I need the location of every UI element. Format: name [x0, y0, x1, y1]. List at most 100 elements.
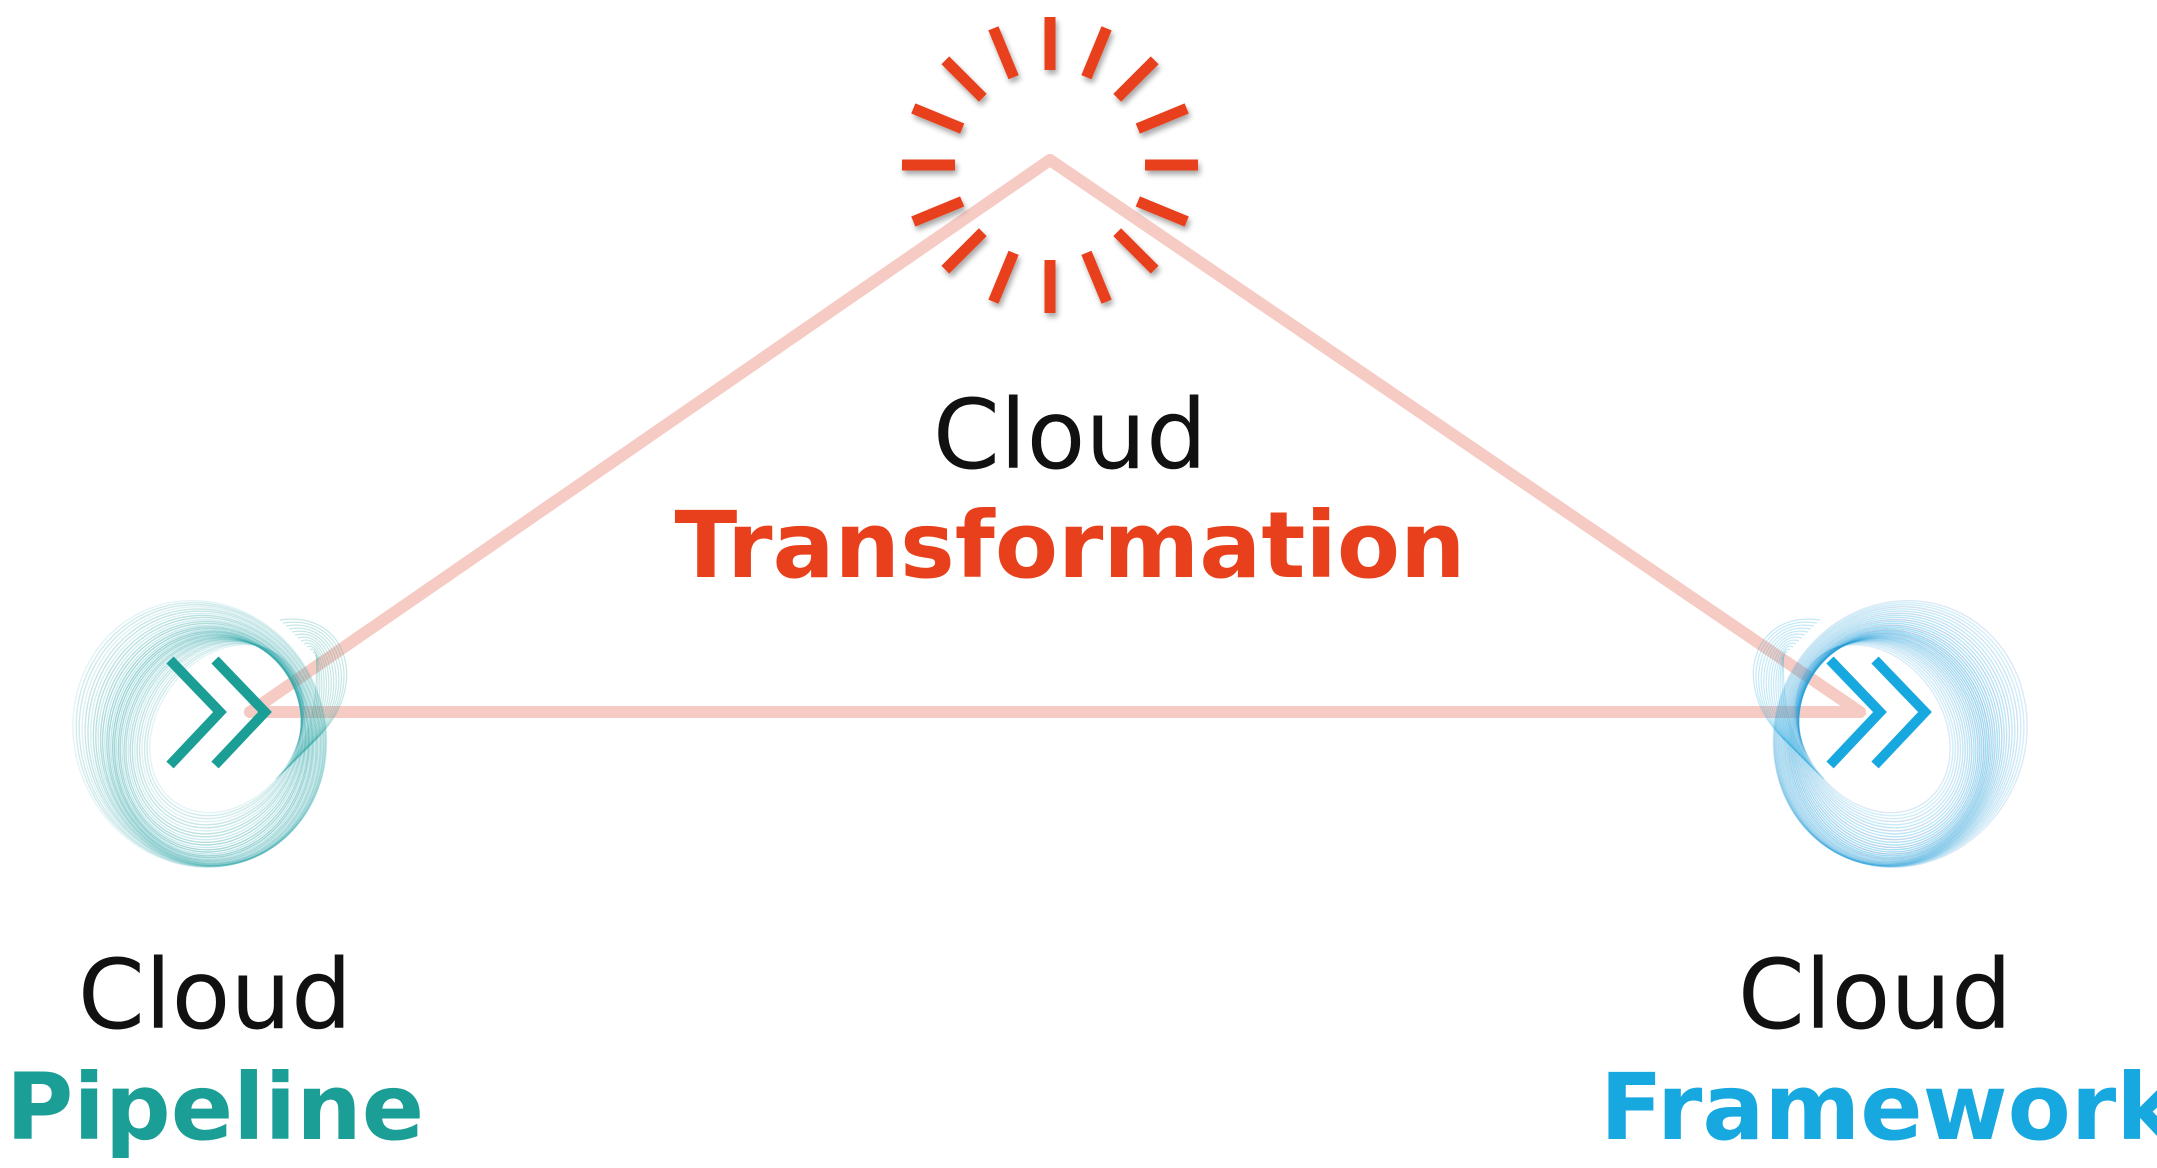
- edge-transformation-framework: [1044, 154, 1866, 718]
- ribbon-line: [1779, 616, 2005, 866]
- ribbon-line: [123, 636, 304, 846]
- node-transformation-line1: Cloud: [932, 379, 1208, 491]
- ribbon-line: [1789, 630, 1989, 859]
- ribbon-line: [104, 624, 316, 864]
- connector-lines: [244, 154, 1866, 718]
- double-chevron-icon: [166, 656, 272, 769]
- ribbon-line: [293, 639, 330, 762]
- ribbon-line: [1774, 606, 2019, 867]
- ribbon-line: [1788, 629, 1990, 860]
- ribbon-line: [97, 618, 320, 866]
- sunburst-ray: [941, 228, 987, 274]
- ribbon-line: [1797, 639, 1966, 832]
- ribbon-line: [1773, 642, 1810, 765]
- sunburst-ray: [1113, 228, 1159, 274]
- ribbon-line: [1773, 601, 2025, 868]
- ribbon-line: [285, 624, 342, 747]
- ribbon-line: [281, 651, 321, 774]
- ribbon-line: [106, 626, 315, 863]
- ribbon-line: [284, 648, 323, 771]
- ribbon-line: [279, 618, 348, 741]
- ribbon-line: [131, 638, 303, 835]
- node-framework-line1: Cloud: [1737, 939, 2013, 1051]
- sunburst-ray: [1113, 56, 1159, 102]
- sunburst-ray: [1135, 196, 1189, 227]
- ribbon-line: [111, 630, 311, 859]
- ribbon-line: [1791, 631, 1987, 857]
- node-transformation-line2: Transformation: [674, 491, 1466, 599]
- ribbon-line: [1770, 639, 1807, 762]
- ribbon-line: [1796, 642, 1957, 820]
- sunburst-ray: [911, 103, 965, 134]
- ribbon-line: [81, 606, 326, 867]
- ribbon-line: [129, 638, 303, 838]
- node-pipeline-line2: Pipeline: [5, 1053, 425, 1161]
- ribbon-line: [115, 632, 308, 855]
- ribbon-line: [87, 610, 324, 867]
- ribbon-line: [1780, 657, 1825, 780]
- ribbon-line: [278, 654, 319, 777]
- sunburst-ray: [988, 26, 1019, 80]
- ribbon-line: [119, 634, 306, 851]
- ribbon-line: [290, 642, 327, 765]
- ribbon-line: [125, 637, 304, 844]
- ribbon-line: [1777, 648, 1816, 771]
- ribbon-line: [1758, 624, 1815, 747]
- ribbon-line: [1794, 634, 1981, 851]
- ribbon-line: [146, 643, 305, 817]
- edge-pipeline-transformation: [244, 154, 1056, 718]
- sunburst-ray: [1081, 26, 1112, 80]
- ribbon-line: [1779, 651, 1819, 774]
- ribbon-line: [287, 645, 325, 768]
- ribbon-line: [1781, 654, 1822, 777]
- ribbon-line: [1780, 618, 2003, 866]
- ribbon-line: [1795, 635, 1979, 849]
- ribbon-line: [296, 636, 332, 759]
- ribbon-line: [108, 627, 313, 861]
- ribbon-line: [1795, 644, 1951, 814]
- sunburst-ray: [1081, 250, 1112, 304]
- ribbon-line: [1776, 610, 2013, 867]
- ribbon-line: [78, 603, 327, 868]
- ribbon-line: [141, 641, 303, 823]
- ribbon-line: [138, 640, 303, 826]
- ribbon-line: [1775, 645, 1813, 768]
- ribbon-line: [1797, 637, 1973, 841]
- node-pipeline-line1: Cloud: [77, 939, 353, 1051]
- ribbon-line: [1752, 618, 1821, 741]
- double-chevron-ribbon-icon: [1752, 599, 2028, 868]
- ribbon-line: [1778, 614, 2008, 867]
- ribbon-line: [121, 635, 305, 849]
- ribbon-line: [101, 622, 317, 864]
- sunburst-ray: [911, 196, 965, 227]
- node-framework-label: Cloud Framework: [1600, 939, 2157, 1161]
- ribbon-line: [1760, 627, 1812, 750]
- sunburst-icon: [902, 17, 1198, 313]
- ribbon-line: [72, 599, 328, 868]
- ribbon-line: [1795, 643, 1954, 817]
- ribbon-line: [110, 629, 312, 860]
- ribbon-line: [275, 657, 320, 780]
- node-framework-line2: Framework: [1600, 1053, 2157, 1161]
- ribbon-line: [1793, 633, 1983, 853]
- ribbon-line: [1797, 638, 1969, 835]
- ribbon-line: [136, 640, 303, 829]
- sunburst-ray: [941, 56, 987, 102]
- ribbon-line: [1796, 637, 1975, 844]
- ribbon-line: [288, 627, 340, 750]
- ribbon-line: [149, 644, 305, 814]
- double-chevron-ribbon-icon: [72, 599, 348, 868]
- ribbon-line: [1797, 640, 1962, 826]
- ribbon-line: [143, 642, 304, 820]
- ribbon-line: [1781, 620, 2001, 865]
- ribbon-line: [282, 621, 345, 744]
- ribbon-line: [1765, 633, 1806, 756]
- sunburst-ray: [988, 250, 1019, 304]
- ribbon-line: [1785, 626, 1994, 863]
- ribbon-line: [95, 616, 321, 866]
- ribbon-line: [127, 637, 303, 841]
- ribbon-line: [134, 639, 303, 832]
- ribbon-line: [1768, 636, 1804, 759]
- sunburst-ray: [1135, 103, 1189, 134]
